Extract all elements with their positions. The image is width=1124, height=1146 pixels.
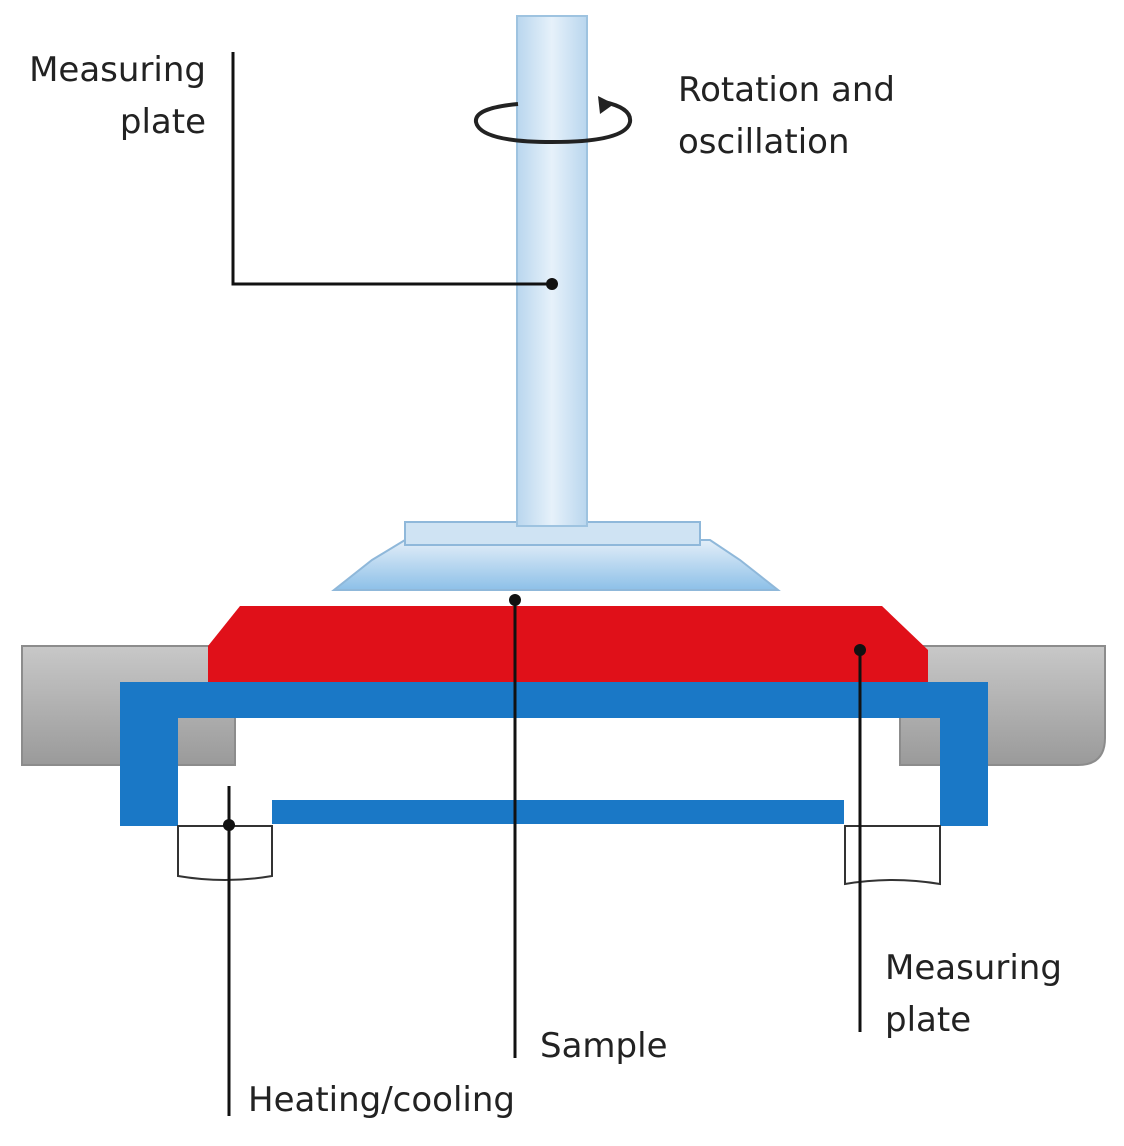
leader-dot-sample xyxy=(509,594,521,606)
label-measuring-plate-bottom: Measuring plate xyxy=(885,942,1062,1046)
shaft xyxy=(516,15,588,527)
label-measuring-plate-top: Measuring plate xyxy=(20,44,206,148)
label-rotation-line2: oscillation xyxy=(678,122,850,162)
label-measuring-plate-bottom-line2: plate xyxy=(885,1000,972,1040)
label-heating-cooling: Heating/cooling xyxy=(248,1080,516,1120)
leader-dot-heating-cooling xyxy=(223,819,235,831)
leader-measuring-plate-top xyxy=(231,52,552,286)
label-rotation-line1: Rotation and xyxy=(678,70,895,110)
rotation-arrow-icon xyxy=(474,100,633,145)
heater-leg-right xyxy=(844,825,941,886)
label-measuring-plate-bottom-line1: Measuring xyxy=(885,948,1062,988)
upper-plate-rim xyxy=(404,521,701,546)
leader-dot-measuring-plate-bottom xyxy=(854,644,866,656)
rotation-arrowhead xyxy=(598,96,614,114)
heater-leg-left xyxy=(177,825,273,881)
label-rotation: Rotation and oscillation xyxy=(678,64,895,168)
heater-frame xyxy=(120,682,988,826)
heating-element xyxy=(272,800,844,824)
upper-plate-cone xyxy=(331,539,781,591)
leader-dot-measuring-plate-top xyxy=(546,278,558,290)
label-measuring-plate-top-line2: plate xyxy=(119,102,206,142)
label-measuring-plate-top-line1: Measuring xyxy=(29,50,206,90)
sample-layer xyxy=(208,606,928,682)
label-sample: Sample xyxy=(540,1026,668,1066)
